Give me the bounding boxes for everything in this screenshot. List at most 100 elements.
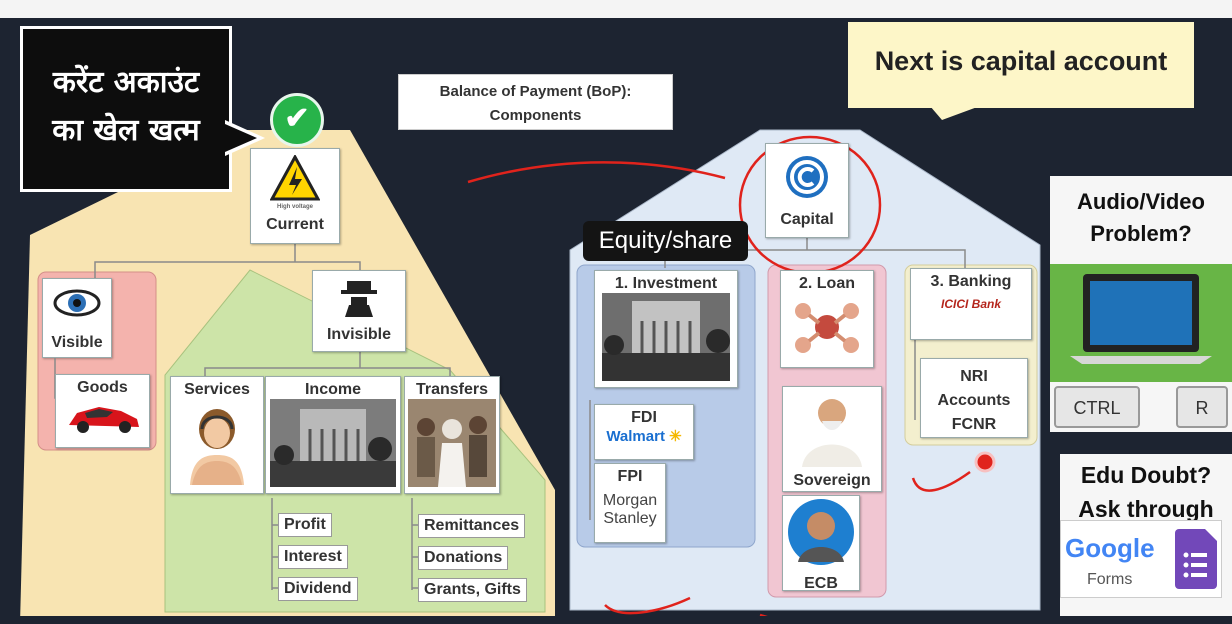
- hindi-callout-tail-inner: [225, 124, 257, 152]
- current-label: Current: [266, 216, 324, 233]
- bop-title-box: Balance of Payment (BoP): Components: [398, 74, 673, 130]
- capital-label: Capital: [780, 211, 834, 228]
- goods-card: Goods: [55, 374, 150, 448]
- high-voltage-caption: High voltage: [276, 204, 313, 210]
- hindi-line-1: करेंट अकाउंट: [52, 65, 200, 100]
- banking-card: 3. Banking ICICI Bank: [910, 268, 1032, 340]
- ecb-person-photo: [788, 499, 854, 565]
- annotation-dot: [974, 451, 996, 473]
- transfer-item-remittances: Remittances: [418, 514, 526, 538]
- google-forms-button[interactable]: Google Forms: [1060, 520, 1222, 598]
- morgan-stanley-logo: Morgan Stanley: [595, 492, 665, 528]
- investment-label: 1. Investment: [614, 275, 718, 292]
- services-card: Services: [170, 376, 264, 494]
- google-wordmark: Google: [1065, 533, 1155, 563]
- icici-logo-text: ICICI Bank: [940, 297, 1001, 311]
- equity-tag-text: Equity/share: [598, 227, 733, 254]
- fpi-label: FPI: [617, 468, 643, 485]
- equity-tag: Equity/share: [583, 221, 748, 261]
- morgan-stanley-logo-line-2: Stanley: [603, 510, 657, 527]
- invisible-card: Invisible: [312, 270, 406, 352]
- visible-label: Visible: [51, 334, 103, 351]
- fpi-card: FPI Morgan Stanley: [594, 463, 666, 543]
- income-item-profit: Profit: [278, 513, 332, 537]
- capital-card: Capital: [765, 143, 849, 238]
- services-label: Services: [184, 381, 250, 398]
- walmart-spark-icon: ✳: [669, 428, 682, 445]
- workers-photo: [408, 399, 496, 487]
- investment-photo: [602, 293, 730, 381]
- edu-doubt-line-2: Ask through: [1078, 496, 1214, 522]
- top-bar: [0, 0, 1232, 18]
- ctrl-key-label: CTRL: [1073, 398, 1121, 418]
- sovereign-card: Sovereign: [782, 386, 882, 492]
- income-item-interest: Interest: [278, 545, 348, 569]
- next-note-tail: [930, 106, 980, 120]
- income-card: Income: [265, 376, 401, 494]
- laptop-icon: [1070, 274, 1212, 364]
- connector-invisible: [204, 367, 451, 378]
- google-forms-icon: [1175, 529, 1217, 589]
- hindi-callout: करेंट अकाउंट का खेल खत्म: [20, 26, 232, 192]
- income-item-dividend: Dividend: [278, 577, 358, 601]
- current-card: High voltage Current: [250, 148, 340, 244]
- icici-logo: ICICI Bank: [911, 297, 1031, 311]
- ecb-card: ECB: [782, 495, 860, 592]
- sovereign-label: Sovereign: [793, 472, 871, 489]
- bop-title-line-1: Balance of Payment (BoP):: [439, 83, 632, 100]
- transfer-item-donations: Donations: [418, 546, 509, 570]
- loan-card: 2. Loan: [780, 270, 874, 368]
- nri-line-1: NRI: [960, 368, 988, 385]
- connector-transfers: [411, 498, 418, 590]
- walmart-logo-text: Walmart: [606, 428, 665, 445]
- fdi-label: FDI: [631, 409, 657, 426]
- connector-income: [271, 498, 278, 590]
- high-voltage-icon: [269, 153, 321, 201]
- fdi-card: FDI Walmart ✳: [594, 404, 694, 460]
- banking-label: 3. Banking: [930, 273, 1012, 290]
- av-help-text: Audio/Video Problem?: [1050, 176, 1232, 250]
- annotation-bottom-left: [604, 596, 691, 615]
- transfers-label: Transfers: [415, 381, 489, 398]
- visible-card: Visible: [42, 278, 112, 358]
- bop-title-line-2: Components: [489, 107, 582, 124]
- ecb-label: ECB: [804, 575, 838, 592]
- annotation-tick: [911, 470, 971, 492]
- copyright-icon: [786, 156, 828, 198]
- annotation-arc-top: [467, 161, 726, 184]
- nri-card: NRI Accounts FCNR: [920, 358, 1028, 438]
- loan-hands-icon: [795, 303, 859, 353]
- goods-label: Goods: [77, 379, 128, 396]
- nri-text: NRI Accounts FCNR: [921, 365, 1027, 437]
- income-label: Income: [304, 381, 361, 398]
- edu-doubt-line-1: Edu Doubt?: [1080, 462, 1212, 488]
- ctrl-key: CTRL: [1054, 386, 1140, 428]
- nri-line-2: Accounts: [937, 392, 1011, 409]
- forms-wordmark: Forms: [1087, 571, 1133, 588]
- car-icon: [68, 407, 139, 433]
- walmart-logo: Walmart ✳: [595, 427, 693, 445]
- nri-line-3: FCNR: [951, 416, 997, 433]
- hindi-line-2: का खेल खत्म: [52, 113, 200, 148]
- next-note-text: Next is capital account: [874, 46, 1168, 76]
- next-note: Next is capital account: [848, 22, 1194, 108]
- checkmark-icon: ✔: [270, 93, 324, 147]
- r-key: R: [1176, 386, 1228, 428]
- investment-card: 1. Investment: [594, 270, 738, 388]
- stock-exchange-photo: [270, 399, 396, 487]
- loan-label: 2. Loan: [798, 275, 855, 292]
- morgan-stanley-logo-line-1: Morgan: [602, 492, 658, 509]
- spy-icon: [341, 281, 377, 317]
- laptop-panel: [1050, 264, 1232, 382]
- invisible-label: Invisible: [326, 326, 392, 343]
- transfers-card: Transfers: [404, 376, 500, 494]
- transfer-item-grants: Grants, Gifts: [418, 578, 527, 602]
- sovereign-person-photo: [802, 399, 862, 467]
- edu-doubt-text: Edu Doubt? Ask through: [1060, 454, 1232, 526]
- support-agent-icon: [190, 409, 244, 485]
- av-help-line-1: Audio/Video: [1077, 189, 1205, 214]
- eye-icon: [53, 289, 101, 317]
- r-key-label: R: [1195, 398, 1209, 418]
- av-help-line-2: Problem?: [1090, 221, 1192, 246]
- bottom-strip: [0, 616, 1232, 624]
